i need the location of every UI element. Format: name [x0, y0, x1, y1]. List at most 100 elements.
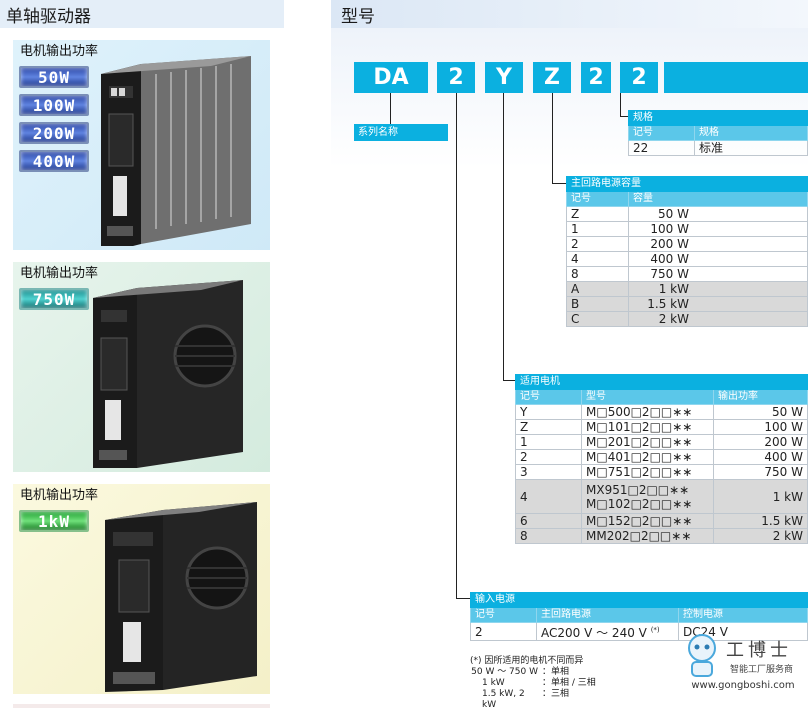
badge-100w: 100W [19, 94, 89, 116]
watermark-name: 工博士 [726, 640, 792, 661]
motor-code: Y [515, 404, 582, 420]
capacity-code: 1 [566, 221, 629, 237]
footnote-mark: (*) [650, 626, 660, 634]
footnote-row: 1.5 kW, 2 kW：三相 [482, 689, 570, 708]
capacity-header-code: 记号 [566, 191, 629, 207]
input-main: AC200 V ～ 240 V [541, 626, 647, 640]
capacity-table-title: 主回路电源容量 [566, 176, 808, 192]
motor-header-code: 记号 [515, 389, 582, 405]
footnote-row: 50 W ～ 750 W：单相 [471, 667, 570, 677]
footnote: (*) 因所适用的电机不同而异 50 W ～ 750 W：单相 1 kW：单相 … [470, 656, 596, 708]
capacity-value: 2 kW [628, 311, 808, 327]
panel-1kw: 电机输出功率 1kW [13, 484, 270, 694]
badge-50w: 50W [19, 66, 89, 88]
motor-code: 4 [515, 479, 582, 514]
panel-title: 电机输出功率 [20, 266, 99, 281]
capacity-value: 750 W [628, 266, 808, 282]
line-input-v [456, 93, 457, 599]
motor-code: 3 [515, 464, 582, 480]
capacity-code: C [566, 311, 629, 327]
watermark-url: www.gongboshi.com [691, 680, 795, 691]
capacity-value: 1 kW [628, 281, 808, 297]
capacity-value: 200 W [628, 236, 808, 252]
capacity-header-capacity: 容量 [628, 191, 808, 207]
model-code-motor: Y [485, 62, 523, 93]
motor-output: 200 W [713, 434, 808, 450]
series-name-label: 系列名称 [354, 124, 448, 141]
motor-output: 100 W [713, 419, 808, 435]
capacity-value: 400 W [628, 251, 808, 267]
panel-next [13, 704, 270, 708]
motor-output: 1.5 kW [713, 513, 808, 529]
input-header-code: 记号 [470, 607, 537, 623]
capacity-code: 8 [566, 266, 629, 282]
panel-title: 电机输出功率 [20, 488, 99, 503]
panel-750w: 电机输出功率 750W [13, 262, 270, 472]
panel-title: 电机输出功率 [20, 44, 99, 59]
motor-code: 8 [515, 528, 582, 544]
motor-code: Z [515, 419, 582, 435]
motor-model-multi: MX951□2□□∗∗M□102□2□□∗∗ [581, 479, 714, 514]
motor-output: 400 W [713, 449, 808, 465]
line-motor-h [503, 380, 515, 381]
spec-cell: 22 [628, 140, 695, 156]
capacity-code: 4 [566, 251, 629, 267]
capacity-code: A [566, 281, 629, 297]
spec-header-code: 记号 [628, 125, 695, 141]
badge-750w: 750W [19, 288, 89, 310]
model-code-tail [664, 62, 808, 93]
capacity-code: 2 [566, 236, 629, 252]
badge-1kw: 1kW [19, 510, 89, 532]
motor-model: M□751□2□□∗∗ [581, 464, 714, 480]
model-code-input: 2 [437, 62, 475, 93]
capacity-value: 50 W [628, 206, 808, 222]
badge-200w: 200W [19, 122, 89, 144]
badge-400w: 400W [19, 150, 89, 172]
spec-header-spec: 规格 [694, 125, 808, 141]
capacity-code: Z [566, 206, 629, 222]
line-series [390, 93, 391, 124]
motor-header-output: 输出功率 [713, 389, 808, 405]
motor-code: 6 [515, 513, 582, 529]
panel-50-400w: 电机输出功率 50W 100W 200W 400W [13, 40, 270, 250]
servo-drive-medium-image [93, 280, 243, 468]
line-cap-v [552, 93, 553, 184]
servo-drive-large-image [105, 502, 257, 692]
right-header: 型号 [331, 0, 808, 28]
spec-table-title: 规格 [628, 110, 808, 126]
motor-table-title: 适用电机 [515, 374, 808, 390]
input-header-main: 主回路电源 [536, 607, 679, 623]
line-input-h [456, 598, 470, 599]
watermark-sub: 智能工厂服务商 [730, 665, 794, 675]
footnote-row: 1 kW：单相 / 三相 [482, 678, 596, 688]
input-main-cell: AC200 V ～ 240 V (*) [536, 622, 679, 641]
line-spec-h [620, 116, 628, 117]
motor-code: 1 [515, 434, 582, 450]
input-code: 2 [470, 622, 537, 641]
line-spec-v1 [620, 93, 621, 117]
capacity-code: B [566, 296, 629, 312]
input-header-control: 控制电源 [678, 607, 808, 623]
motor-model: M□201□2□□∗∗ [581, 434, 714, 450]
motor-model: M□500□2□□∗∗ [581, 404, 714, 420]
model-code-capacity: Z [533, 62, 571, 93]
spec-cell: 标准 [694, 140, 808, 156]
motor-code: 2 [515, 449, 582, 465]
capacity-value: 100 W [628, 221, 808, 237]
servo-drive-small-image [101, 56, 251, 246]
model-code-spec-2: 2 [620, 62, 658, 93]
motor-output: 2 kW [713, 528, 808, 544]
model-code-spec-1: 2 [581, 62, 611, 93]
motor-output: 50 W [713, 404, 808, 420]
input-control: DC24 V [678, 622, 808, 641]
model-code-da: DA [354, 62, 428, 93]
motor-output: 1 kW [713, 479, 808, 514]
motor-model: MX951□2□□∗∗ [586, 482, 690, 497]
line-cap-h [552, 183, 566, 184]
motor-output: 750 W [713, 464, 808, 480]
motor-model: M□401□2□□∗∗ [581, 449, 714, 465]
input-table-title: 输入电源 [470, 592, 808, 608]
